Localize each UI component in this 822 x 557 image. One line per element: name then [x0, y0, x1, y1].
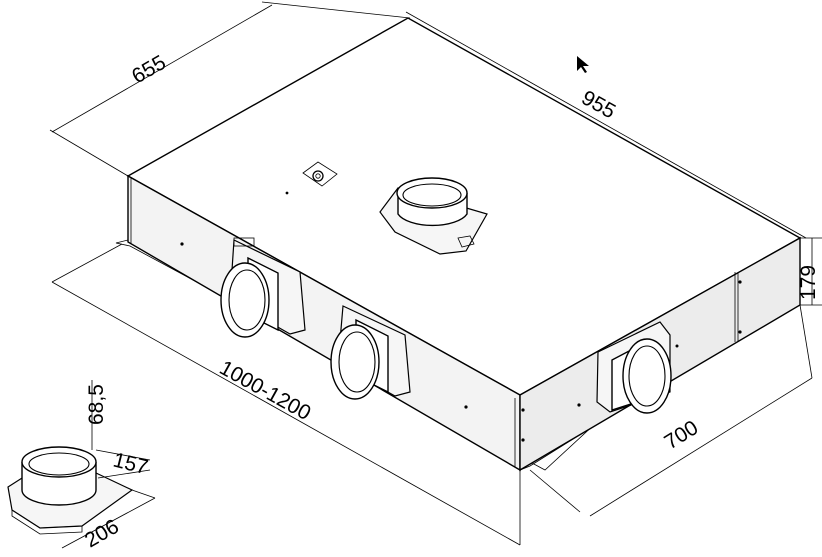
dim-179: 179	[797, 265, 820, 300]
front-spigot-left	[220, 237, 306, 338]
mounting-bracket	[302, 161, 338, 187]
side-spigot-right	[596, 321, 679, 414]
dim-157: 157	[111, 449, 151, 480]
dimension-lines	[49, 1, 822, 546]
dim-700: 700	[660, 416, 702, 454]
top-spigot	[379, 177, 488, 255]
front-spigot-center	[330, 305, 411, 400]
dim-68-5: 68,5	[85, 384, 108, 425]
spigot-detail	[7, 380, 156, 549]
dim-1000-1200: 1000-1200	[216, 356, 315, 425]
mouse-pointer-icon	[577, 56, 589, 73]
dim-655: 655	[128, 51, 170, 88]
